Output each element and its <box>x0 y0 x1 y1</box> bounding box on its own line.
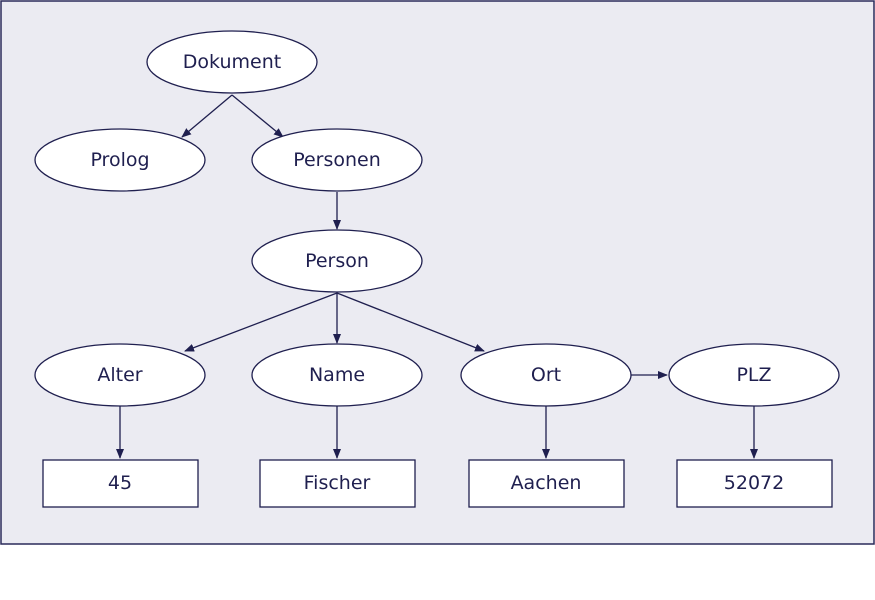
value-node-name: Fischer <box>259 459 416 508</box>
edge-dokument-prolog <box>181 94 233 138</box>
value-node-name-label: Fischer <box>304 472 371 494</box>
value-node-plz-box <box>676 459 833 508</box>
node-name: Name <box>251 343 423 407</box>
node-alter-label: Alter <box>97 364 142 386</box>
edge-person-alter <box>184 292 338 352</box>
value-node-ort: Aachen <box>468 459 625 508</box>
node-person-shape <box>251 229 423 293</box>
node-prolog: Prolog <box>34 128 206 192</box>
node-ort: Ort <box>460 343 632 407</box>
value-node-name-box <box>259 459 416 508</box>
node-person: Person <box>251 229 423 293</box>
node-name-label: Name <box>309 364 365 386</box>
value-node-alter: 45 <box>42 459 199 508</box>
node-prolog-shape <box>34 128 206 192</box>
node-personen-label: Personen <box>293 149 381 171</box>
node-dokument-shape <box>146 30 318 94</box>
node-alter: Alter <box>34 343 206 407</box>
value-node-plz-label: 52072 <box>724 472 784 494</box>
node-dokument: Dokument <box>146 30 318 94</box>
node-ort-label: Ort <box>531 364 561 386</box>
diagram-panel <box>0 0 875 545</box>
node-person-label: Person <box>305 250 369 272</box>
edge-dokument-personen <box>231 94 284 138</box>
value-node-ort-label: Aachen <box>511 472 582 494</box>
edge-person-ort <box>336 292 485 352</box>
node-alter-shape <box>34 343 206 407</box>
value-node-alter-label: 45 <box>108 472 132 494</box>
node-name-shape <box>251 343 423 407</box>
edges <box>116 94 758 459</box>
value-node-ort-box <box>468 459 625 508</box>
value-node-alter-box <box>42 459 199 508</box>
node-plz-label: PLZ <box>736 364 771 386</box>
node-personen: Personen <box>251 128 423 192</box>
node-plz-shape <box>668 343 840 407</box>
node-ort-shape <box>460 343 632 407</box>
node-prolog-label: Prolog <box>90 149 149 171</box>
node-plz: PLZ <box>668 343 840 407</box>
value-node-plz: 52072 <box>676 459 833 508</box>
node-personen-shape <box>251 128 423 192</box>
node-dokument-label: Dokument <box>183 51 281 73</box>
